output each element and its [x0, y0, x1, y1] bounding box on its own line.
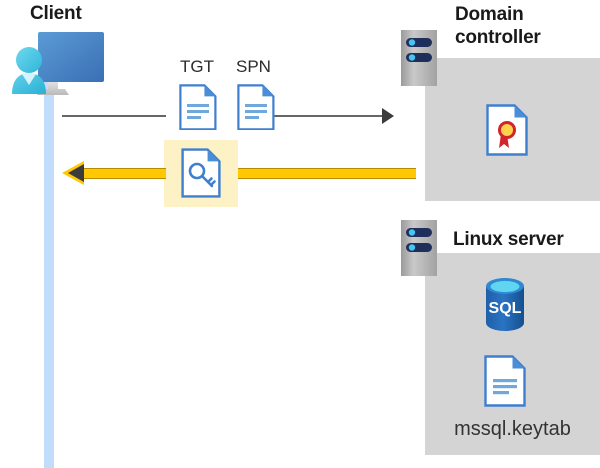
spn-document-icon — [237, 84, 275, 131]
response-arrow-segment-left — [82, 168, 166, 179]
keytab-document-icon — [484, 355, 526, 407]
sql-database-icon: SQL — [480, 277, 530, 332]
tgt-document-icon — [179, 84, 217, 131]
certificate-document-icon — [486, 104, 528, 156]
keytab-file-label: mssql.keytab — [454, 418, 571, 440]
user-workstation-icon — [8, 28, 108, 100]
request-arrow-segment-right — [238, 115, 384, 117]
spn-label: SPN — [236, 57, 271, 76]
client-title: Client — [30, 3, 82, 24]
sql-icon-label: SQL — [489, 300, 522, 317]
tgt-label: TGT — [180, 57, 214, 76]
server-icon — [401, 220, 437, 276]
service-ticket-key-document-icon — [181, 148, 221, 198]
linux-server-title: Linux server — [453, 229, 564, 250]
client-lifeline — [44, 62, 54, 468]
request-arrow-segment-left — [62, 115, 166, 117]
response-arrow-segment-right — [238, 168, 416, 179]
request-arrowhead-icon — [382, 108, 394, 124]
response-arrowhead-icon — [68, 164, 84, 182]
server-icon — [401, 30, 437, 86]
domain-controller-title: Domain controller — [455, 4, 541, 48]
